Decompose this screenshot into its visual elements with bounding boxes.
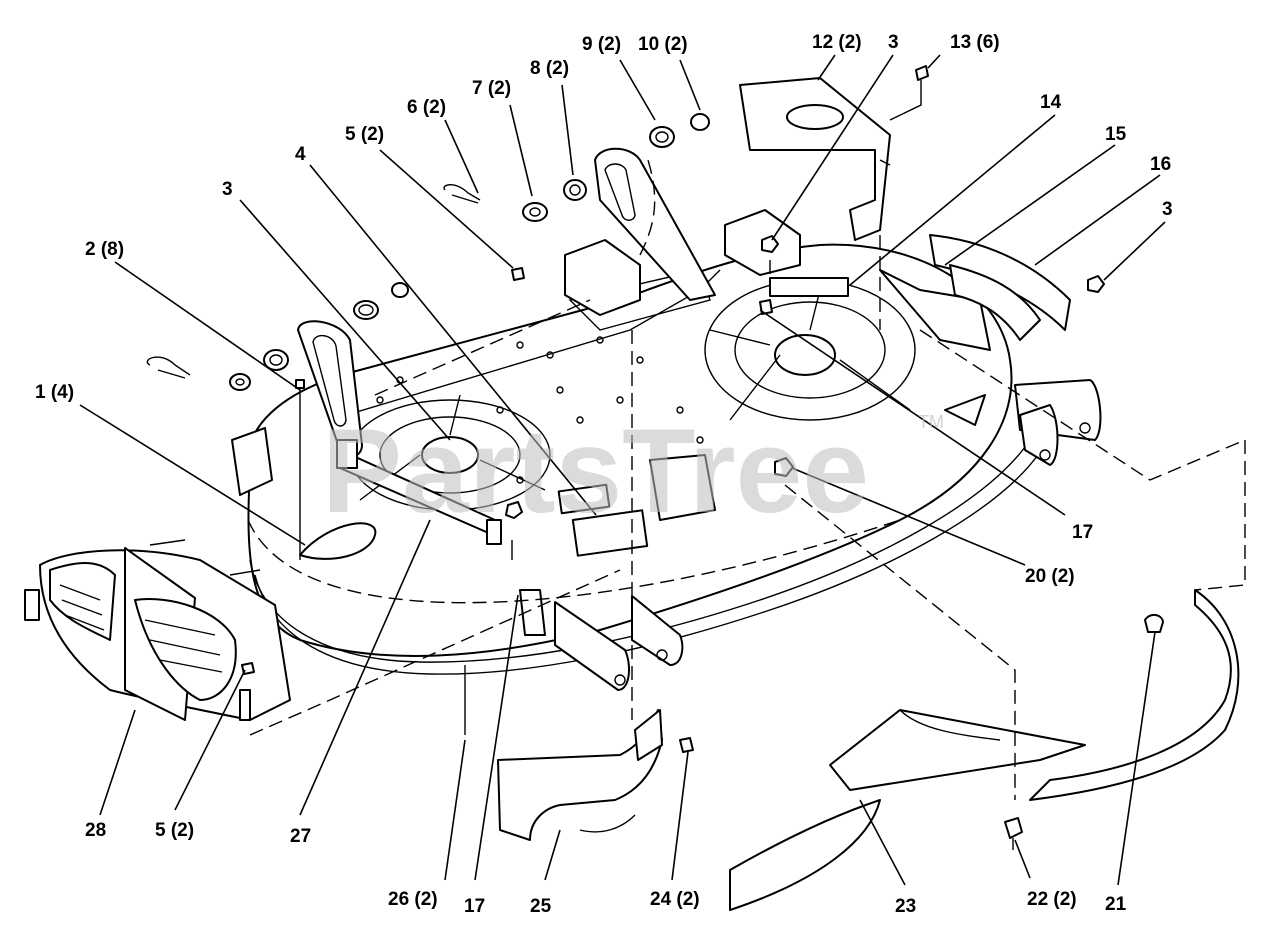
leader-lines xyxy=(79,54,1166,886)
callout-17: 17 xyxy=(464,896,485,917)
callout-2: 2 (8) xyxy=(85,239,124,260)
callout-28: 28 xyxy=(85,820,106,841)
callout-3: 3 xyxy=(1162,199,1173,220)
callout-1: 1 (4) xyxy=(35,382,74,403)
callout-21: 21 xyxy=(1105,894,1127,915)
callout-6: 6 (2) xyxy=(407,97,446,118)
callout-27: 27 xyxy=(290,826,311,847)
callout-7: 7 (2) xyxy=(472,78,511,99)
callout-14: 14 xyxy=(1040,92,1062,113)
callout-24: 24 (2) xyxy=(650,889,700,910)
callout-8: 8 (2) xyxy=(530,58,569,79)
mower-deck xyxy=(247,243,1041,675)
callout-5: 5 (2) xyxy=(345,124,384,145)
blade xyxy=(829,709,1086,791)
callout-22: 22 (2) xyxy=(1027,889,1077,910)
callout-5: 5 (2) xyxy=(155,820,194,841)
side-mount-brackets xyxy=(519,379,1102,691)
callout-15: 15 xyxy=(1105,124,1127,145)
link-rod xyxy=(336,439,502,545)
callout-13: 13 (6) xyxy=(950,32,1000,53)
shield-strips xyxy=(929,234,1071,341)
callout-4: 4 xyxy=(295,144,306,165)
callout-26: 26 (2) xyxy=(388,889,438,910)
assembly-lines xyxy=(247,159,1246,800)
callout-17: 17 xyxy=(1072,522,1093,543)
callout-12: 12 (2) xyxy=(812,32,862,53)
callout-10: 10 (2) xyxy=(638,34,688,55)
callout-23: 23 xyxy=(895,896,916,917)
lift-arm-right xyxy=(594,147,716,301)
callout-16: 16 xyxy=(1150,154,1171,175)
bolts xyxy=(241,540,1164,850)
callout-20: 20 (2) xyxy=(1025,566,1075,587)
watermark-text: PartsTree xyxy=(322,404,869,538)
blade-skirt xyxy=(729,589,1240,911)
callout-labels: 1 (4) 2 (8) 3 3 3 4 5 (2) 5 (2) 6 (2) 7 … xyxy=(35,32,1173,917)
right-hardware xyxy=(443,113,710,281)
watermark-trademark: TM xyxy=(918,412,944,432)
callout-3: 3 xyxy=(222,179,233,200)
callout-9: 9 (2) xyxy=(582,34,621,55)
belt-cover xyxy=(739,65,929,241)
discharge-chute xyxy=(24,539,291,721)
left-hardware xyxy=(146,282,409,560)
baffle xyxy=(497,709,694,841)
callout-3: 3 xyxy=(888,32,899,53)
nuts xyxy=(505,235,1105,519)
callout-25: 25 xyxy=(530,896,552,917)
